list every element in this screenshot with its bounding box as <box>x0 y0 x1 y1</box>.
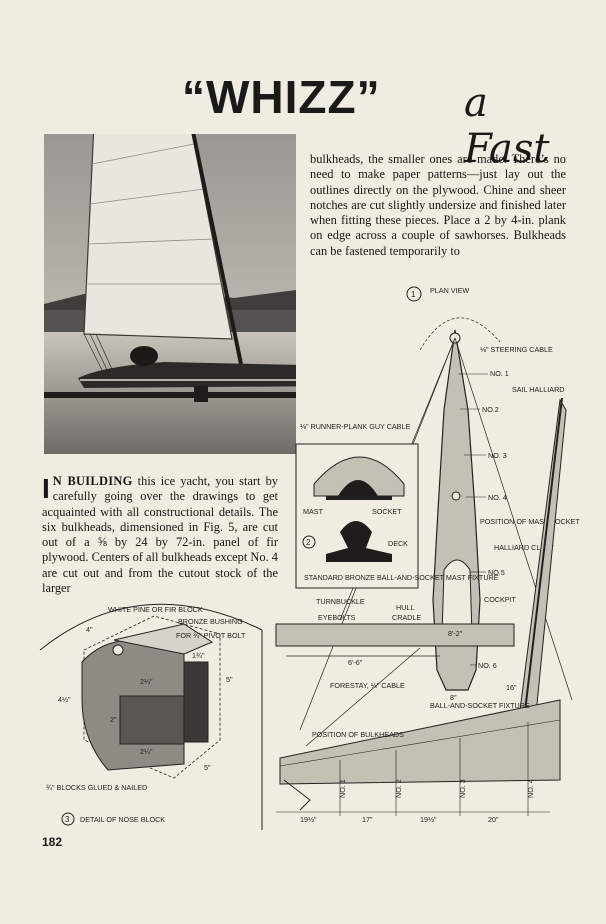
position-bulkheads-label: POSITION OF BULKHEADS <box>312 730 404 739</box>
elev-no3: NO. 3 <box>458 779 467 798</box>
side-elevation: FORESTAY, ⅛" CABLE BALL-AND-SOCKET FIXTU… <box>276 647 561 824</box>
ice-yacht-photo: 11 <box>44 134 296 454</box>
drop-cap: I <box>42 473 50 504</box>
ball-socket-label: BALL-AND-SOCKET FIXTURE <box>430 701 530 710</box>
dim-20: 20" <box>488 815 499 824</box>
bulkhead-no3-label: NO. 3 <box>488 451 507 460</box>
fig2-caption: STANDARD BRONZE BALL-AND-SOCKET MAST FIX… <box>304 573 499 582</box>
lead-in: N BUILDING <box>52 474 133 488</box>
elev-no1: NO. 1 <box>338 779 347 798</box>
fig1-title: PLAN VIEW <box>430 286 469 295</box>
deck-label: DECK <box>388 539 408 548</box>
bulkhead-no2-label: NO.2 <box>482 405 499 414</box>
cradle-label: CRADLE <box>392 613 421 622</box>
bulkhead-no4-label: NO. 4 <box>488 493 507 502</box>
cockpit-label: COCKPIT <box>484 595 517 604</box>
figure-3-nose-block: WHITE PINE OR FIR BLOCK BRONZE BUSHING F… <box>39 603 263 830</box>
dim-8: 8" <box>450 693 457 702</box>
bronze-bushing-label: BRONZE BUSHING <box>178 617 243 626</box>
nose-dim-2b: 2¼" <box>140 747 153 756</box>
article-title: “WHIZZ” a Fast <box>182 70 582 172</box>
elev-no2: NO. 2 <box>394 779 403 798</box>
bulkhead-no6-label: NO. 6 <box>478 661 497 670</box>
turnbuckle-label: TURNBUCKLE <box>316 597 365 606</box>
construction-drawings: 1 PLAN VIEW ⅛" STEERING CABLE NO. 1 NO.2… <box>39 286 580 830</box>
sail-halliard-label: SAIL HALLIARD <box>512 385 564 394</box>
figure-2-mast-fixture: ⅛" RUNNER-PLANK GUY CABLE 2 MAST SOCKET … <box>295 422 499 589</box>
photo-illustration: 11 <box>44 134 296 454</box>
dim-19-c: 19½" <box>420 815 437 824</box>
dim-16: 16" <box>506 683 517 692</box>
nose-dim-2: 2" <box>110 715 117 724</box>
dim-8-2: 8'-2" <box>448 629 463 638</box>
fig3-number: 3 <box>65 815 70 824</box>
runner-plank-cable-label: ⅛" RUNNER-PLANK GUY CABLE <box>300 422 410 431</box>
fig3-caption: DETAIL OF NOSE BLOCK <box>80 815 165 824</box>
mast-label: MAST <box>303 507 324 516</box>
nose-dim-1: 1¾" <box>192 651 205 660</box>
steering-cable-label: ⅛" STEERING CABLE <box>480 345 553 354</box>
nose-dim-4-half: 4½" <box>58 695 71 704</box>
body-text-column-top: bulkheads, the smaller ones are made. Th… <box>310 152 566 258</box>
pivot-bolt-label: FOR ¾" PIVOT BOLT <box>176 631 246 640</box>
nose-dim-5: 5" <box>226 675 233 684</box>
body-paragraph: this ice yacht, you start by carefully g… <box>42 474 278 596</box>
dim-6-6: 6'-6" <box>348 658 363 667</box>
bulkhead-no5-label: NO.5 <box>488 568 505 577</box>
fig2-number: 2 <box>306 538 311 547</box>
page-number: 182 <box>42 835 63 849</box>
mast-socket-label: POSITION OF MAST SOCKET <box>480 517 580 526</box>
bulkhead-no1-label: NO. 1 <box>490 369 509 378</box>
blocks-label: ¾" BLOCKS GLUED & NAILED <box>46 783 147 792</box>
white-pine-label: WHITE PINE OR FIR BLOCK <box>108 605 203 614</box>
title-main: “WHIZZ” <box>182 71 381 123</box>
forestay-label: FORESTAY, ⅛" CABLE <box>330 681 405 690</box>
nose-dim-4: 4" <box>86 625 93 634</box>
dim-17: 17" <box>362 815 373 824</box>
hull-label: HULL <box>396 603 414 612</box>
socket-label: SOCKET <box>372 507 402 516</box>
eyebolts-label: EYEBOLTS <box>318 613 356 622</box>
nose-dim-5b: 5" <box>204 763 211 772</box>
fig1-number: 1 <box>411 290 416 299</box>
dim-19-a: 19½" <box>300 815 317 824</box>
title-tail: a Fast <box>464 80 550 172</box>
elev-no4: NO. 4 <box>526 779 535 798</box>
nose-dim-2a: 2¼" <box>140 677 153 686</box>
halliard-cleat-label: HALLIARD CLEAT <box>494 543 554 552</box>
